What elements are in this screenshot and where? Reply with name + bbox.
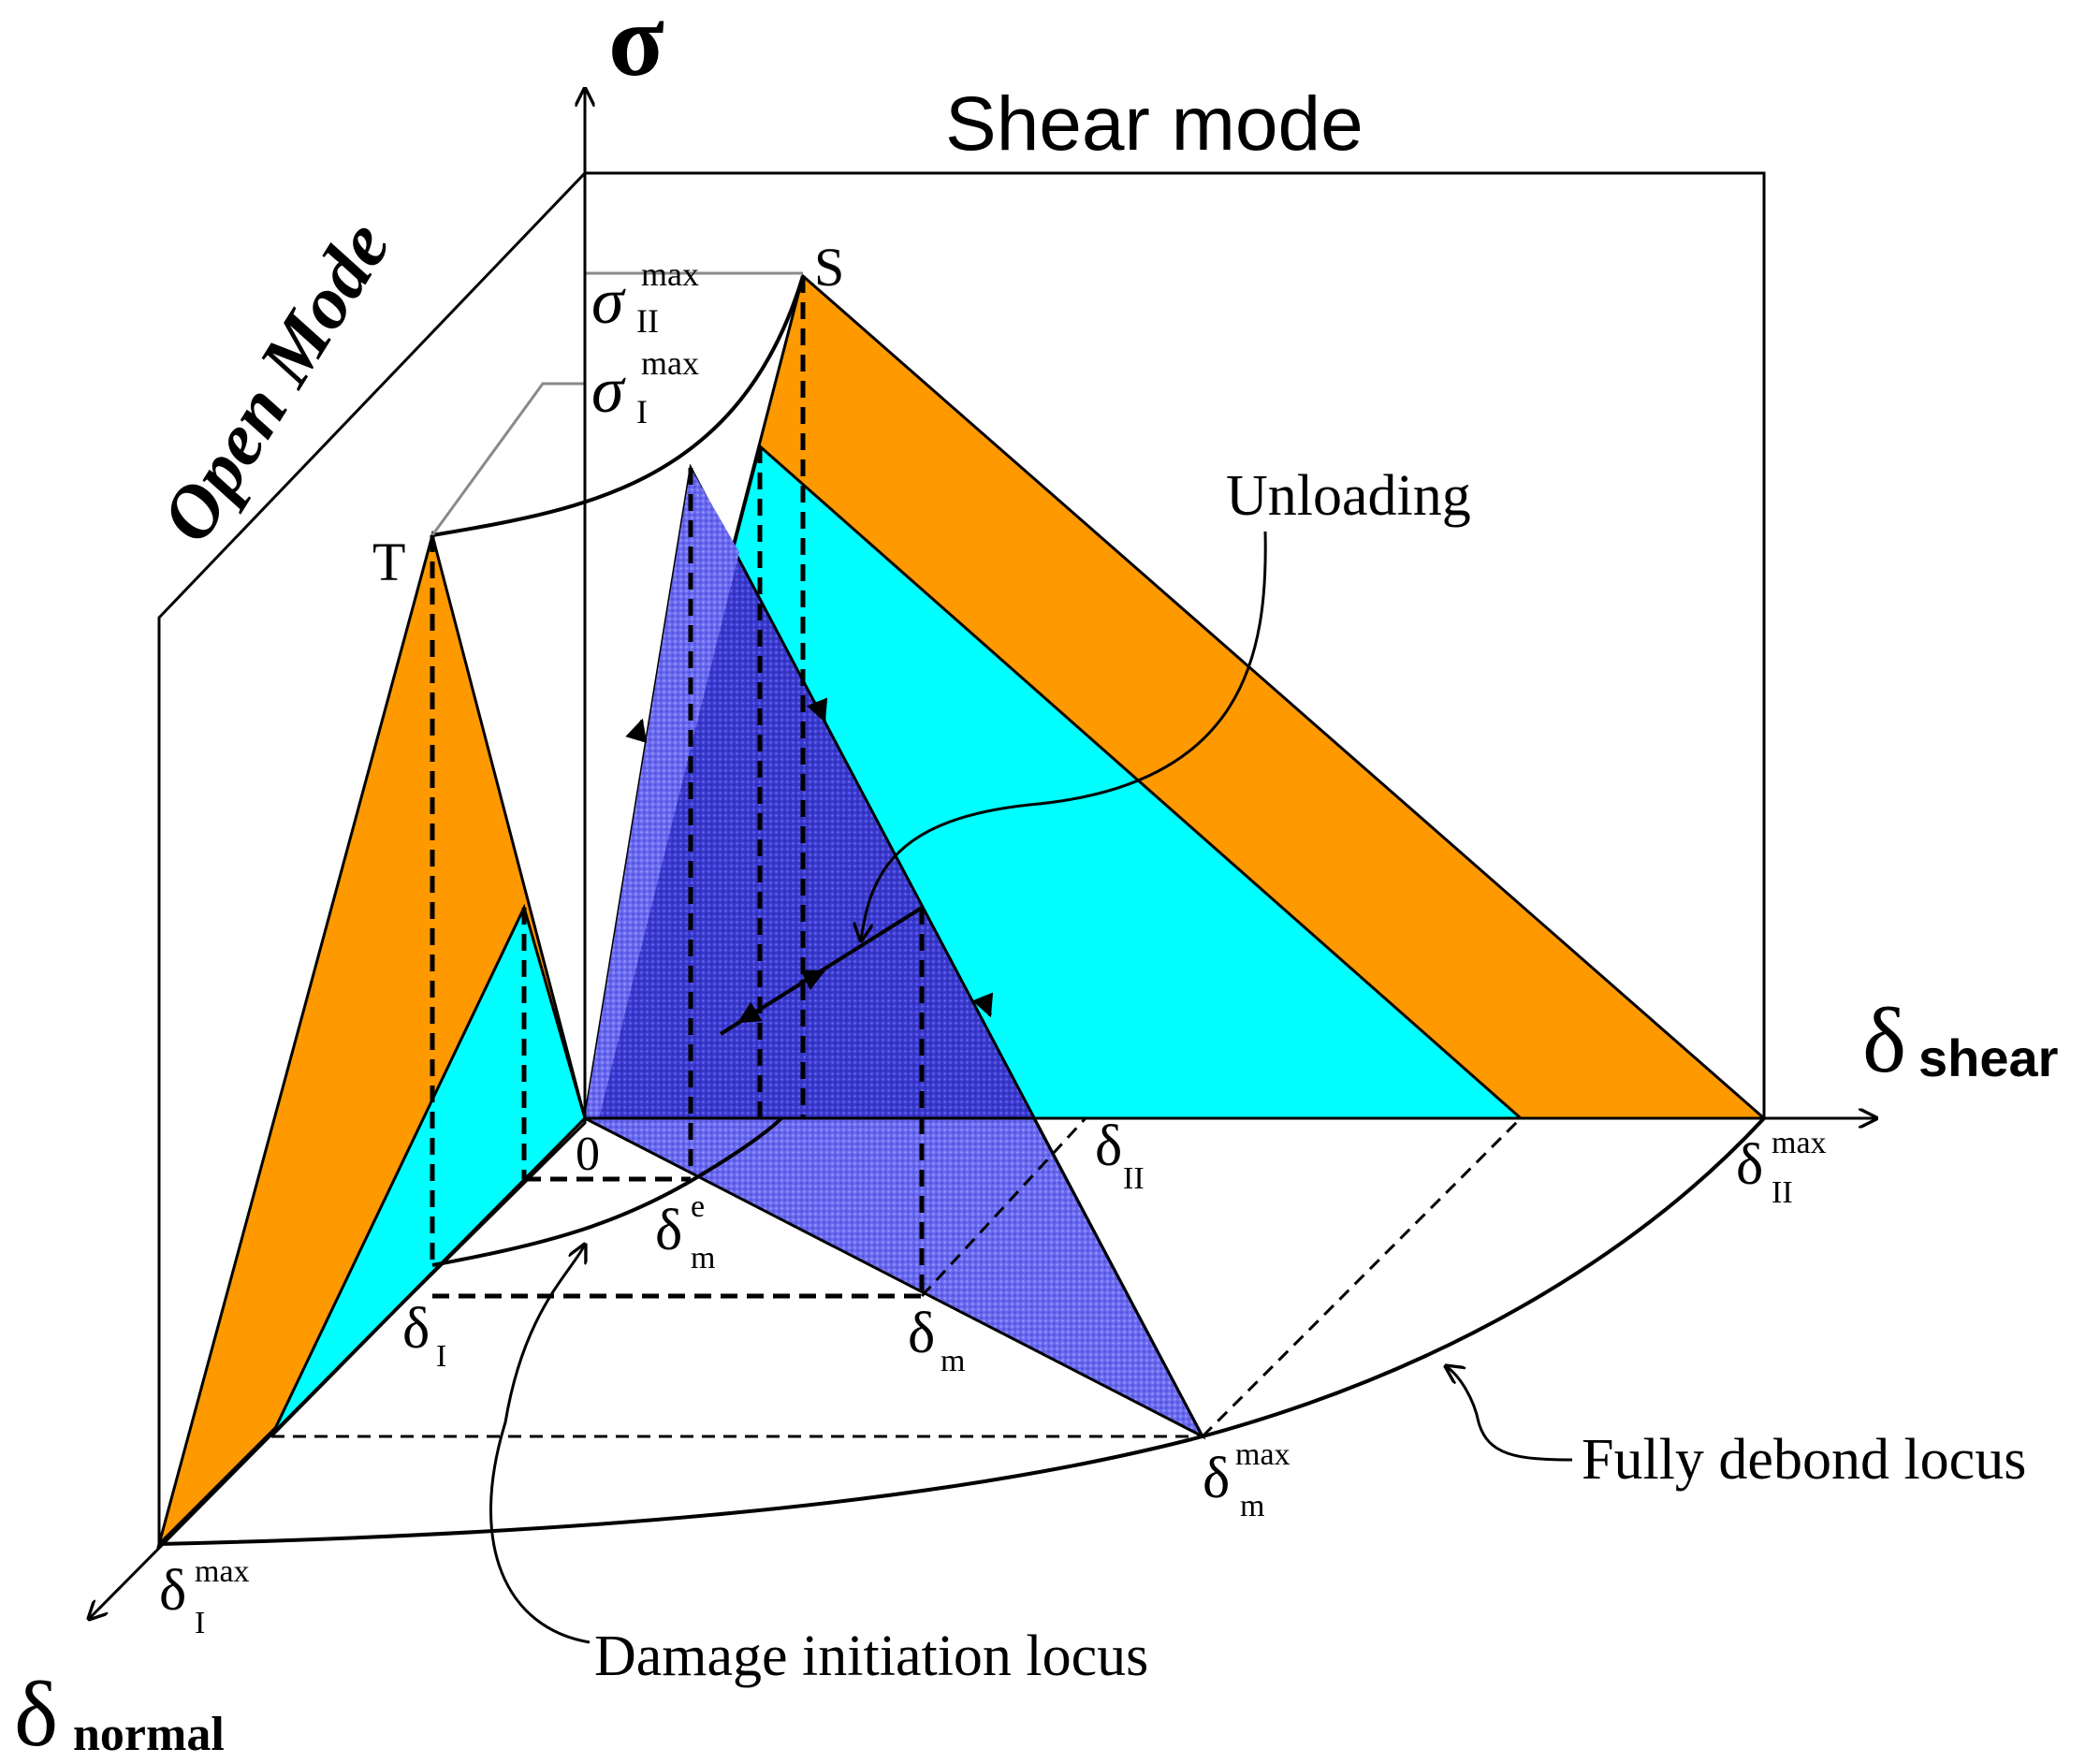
- sigma-I-max-sup: max: [641, 344, 699, 382]
- delta-m-label: δ: [908, 1302, 935, 1365]
- damage-initiation-leader: [489, 1245, 591, 1644]
- delta-m-e-sub: m: [691, 1241, 715, 1275]
- delta-m-sub: m: [941, 1344, 965, 1378]
- sigma-axis-label: σ: [608, 0, 664, 97]
- damage-initiation-label: Damage initiation locus: [594, 1625, 1148, 1688]
- delta-I-max-sub: I: [195, 1606, 205, 1640]
- delta-normal-label: δ: [14, 1662, 58, 1763]
- origin-label: 0: [576, 1128, 600, 1181]
- point-T-label: T: [372, 532, 405, 592]
- sigma-I-max-guide: [430, 382, 585, 536]
- delta-m-e-sup: e: [691, 1189, 705, 1224]
- fully-debond-locus: [158, 1116, 1766, 1546]
- delta-shear-label: δ: [1862, 988, 1906, 1092]
- delta-I-label: δ: [402, 1297, 430, 1361]
- sigma-II-max-label: σ: [591, 266, 626, 338]
- delta-II-max-sup: max: [1772, 1126, 1827, 1160]
- delta-m-e-label: δ: [655, 1199, 682, 1262]
- delta-II-label: δ: [1095, 1115, 1122, 1178]
- fully-debond-leader: [1446, 1366, 1573, 1462]
- delta-normal-sub: normal: [73, 1708, 225, 1761]
- normal-axis: [89, 1116, 587, 1619]
- sigma-I-max-sub: I: [636, 393, 648, 430]
- damage-initiation-locus: [431, 1116, 783, 1267]
- delta-shear-sub: shear: [1918, 1028, 2058, 1087]
- delta-II-max-sub: II: [1772, 1175, 1793, 1210]
- delta-m-max-sub: m: [1240, 1489, 1264, 1523]
- point-S-label: S: [814, 237, 844, 298]
- softening-arrow-1: [806, 697, 828, 723]
- title-shear-mode: Shear mode: [945, 81, 1364, 167]
- delta-II-sub: II: [1123, 1161, 1145, 1196]
- sigma-II-max-sub: II: [636, 302, 659, 340]
- delta-I-max-label: δ: [159, 1559, 186, 1623]
- peak-curve-T-S: [431, 275, 805, 537]
- open-mode-label: Open Mode: [146, 208, 406, 557]
- dash-delta-II-diag: [920, 1116, 1087, 1298]
- delta-m-max-sup: max: [1235, 1437, 1291, 1472]
- unloading-leader: [861, 531, 1267, 940]
- sigma-I-max-label: σ: [591, 355, 626, 427]
- unloading-arrow-1: [799, 969, 826, 991]
- fully-debond-label: Fully debond locus: [1582, 1428, 2026, 1492]
- open-mode-plane: [157, 169, 587, 1548]
- softening-arrow-2: [971, 992, 994, 1018]
- sigma-II-max-sup: max: [641, 255, 699, 293]
- unloading-arrow-2: [736, 1001, 763, 1024]
- unloading-label: Unloading: [1226, 464, 1471, 528]
- delta-II-max-label: δ: [1736, 1133, 1763, 1197]
- dash-delta-II-max-diag: [1201, 1116, 1523, 1438]
- delta-I-max-sup: max: [195, 1554, 250, 1589]
- mixed-mode-front-surface: [585, 468, 739, 1118]
- delta-m-max-label: δ: [1203, 1447, 1230, 1510]
- delta-I-sub: I: [436, 1339, 446, 1374]
- loading-arrow-up: [625, 718, 648, 744]
